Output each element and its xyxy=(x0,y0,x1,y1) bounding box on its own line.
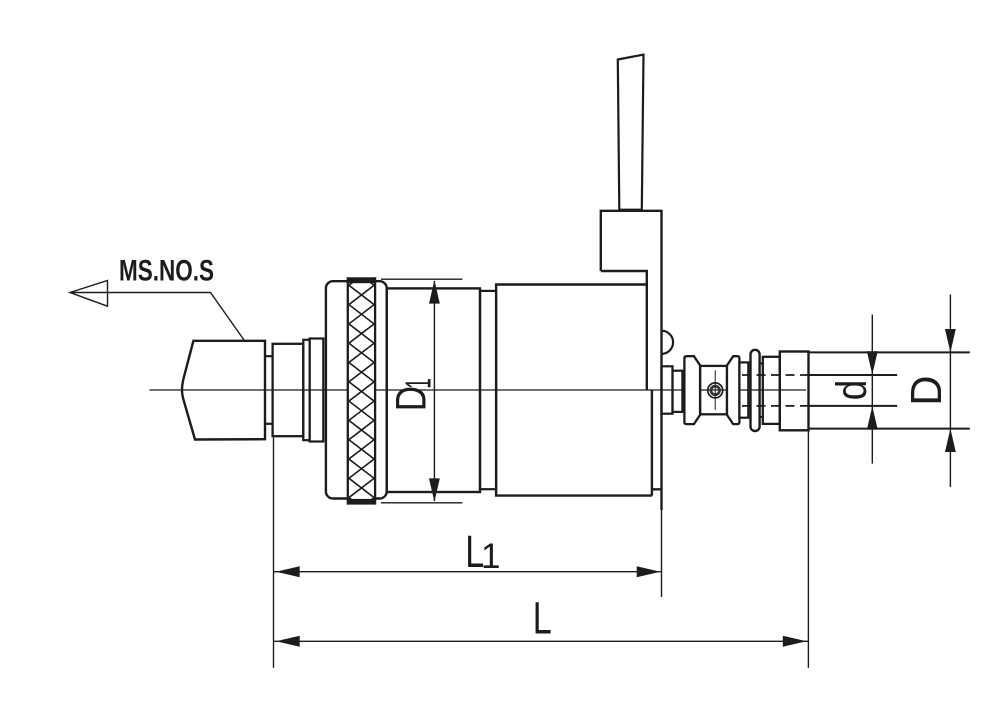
svg-text:1: 1 xyxy=(397,378,438,389)
svg-text:D: D xyxy=(388,386,435,411)
svg-text:1: 1 xyxy=(481,537,500,576)
svg-text:D: D xyxy=(902,376,951,406)
svg-text:d: d xyxy=(828,380,876,401)
svg-text:MS.NO.S: MS.NO.S xyxy=(119,255,214,288)
svg-text:L: L xyxy=(533,593,552,644)
svg-text:L: L xyxy=(465,526,484,577)
